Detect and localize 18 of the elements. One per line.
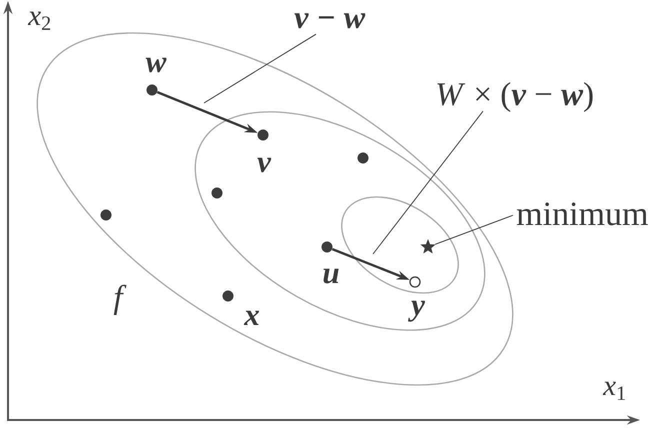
function-label: f [114,284,126,316]
point-label: x [244,310,259,325]
point-label: u [324,268,339,284]
leader-line [204,34,316,104]
point-dot [100,210,112,220]
point-label: y [408,300,425,322]
leader-line [372,110,484,254]
axis-label: x$_{1}$ [602,382,625,400]
star-marker [420,239,436,254]
leader-line [434,214,514,245]
point-dot [212,188,222,198]
formula-label: W × (v − w) [437,82,593,112]
point-dot [358,152,368,164]
point-label: v [257,158,272,172]
formula-label: v − w [294,13,366,28]
axis-label: x$_{2}$ [28,12,50,30]
callout-label: minimum [516,202,648,226]
point-label: w [146,58,166,72]
